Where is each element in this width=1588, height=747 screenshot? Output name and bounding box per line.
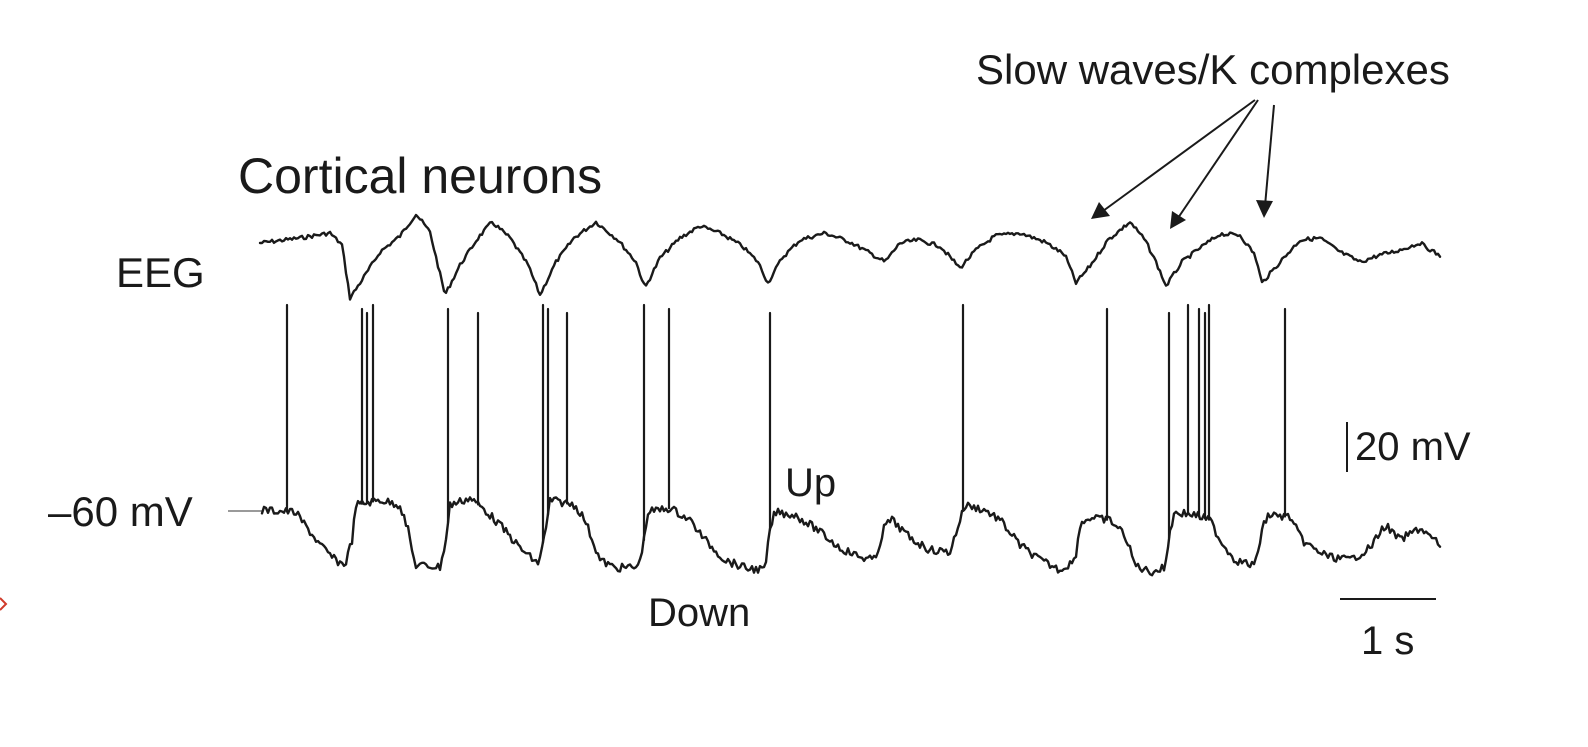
action-potential-spikes [285, 303, 1287, 544]
voltage-scale-label: 20 mV [1355, 425, 1471, 469]
time-scale-label: 1 s [1361, 619, 1414, 663]
figure-title: Cortical neurons [238, 148, 602, 204]
up-state-label: Up [785, 461, 836, 505]
eeg-label: EEG [116, 249, 205, 296]
arrow-1-head [1091, 202, 1110, 219]
arrow-2 [1177, 99, 1259, 219]
membrane-potential-label: –60 mV [48, 488, 193, 535]
annotation-arrows [1091, 99, 1275, 229]
down-state-label: Down [648, 591, 750, 635]
membrane-potential-trace [260, 496, 1442, 577]
edge-fragment [0, 597, 8, 611]
arrow-2-head [1170, 211, 1186, 229]
arrow-3-head [1256, 200, 1273, 218]
eeg-trace [258, 213, 1442, 301]
arrow-1 [1102, 99, 1256, 212]
annotation-slow-waves: Slow waves/K complexes [976, 46, 1450, 93]
arrow-3 [1264, 104, 1275, 207]
